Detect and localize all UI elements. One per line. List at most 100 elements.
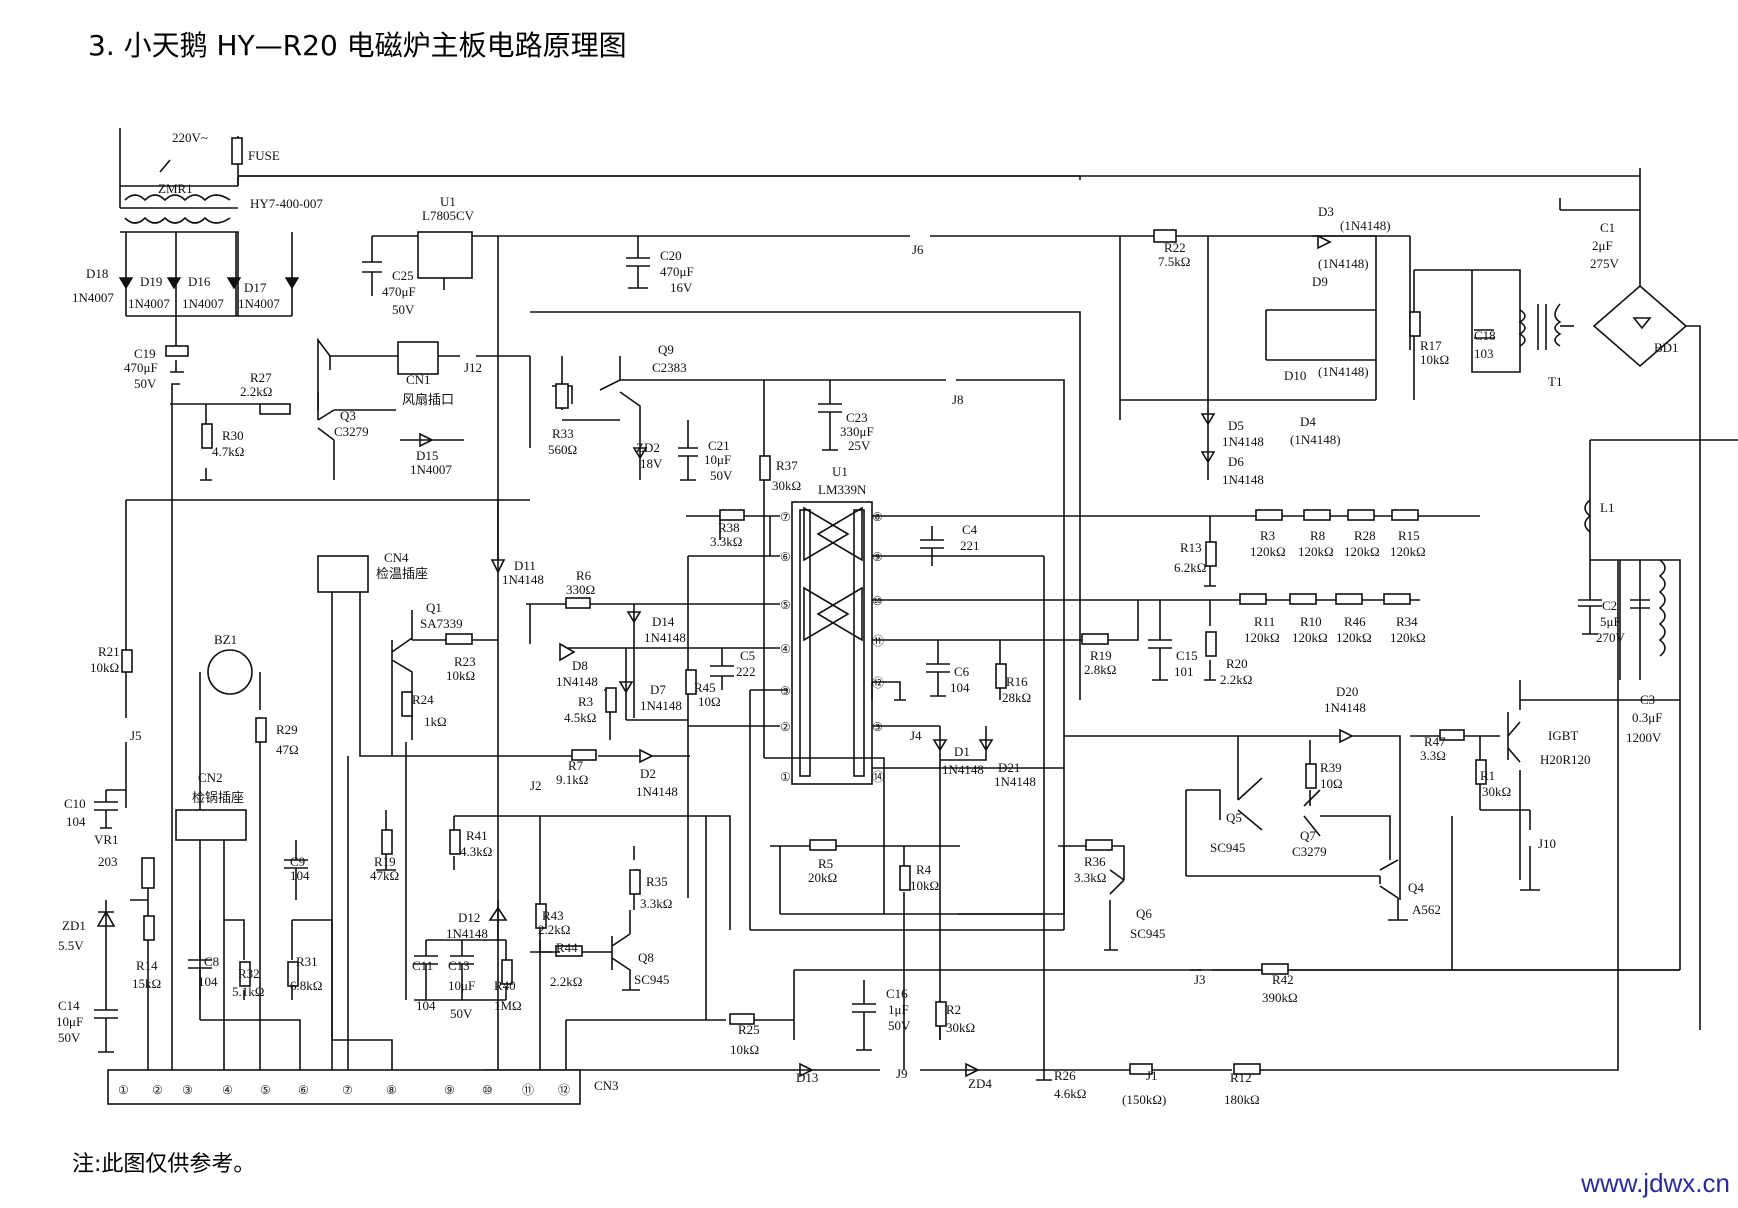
component-label: D13: [796, 1070, 818, 1085]
component-label: C2: [1602, 598, 1617, 613]
component-label: D2: [640, 766, 656, 781]
component-label: R31: [296, 954, 318, 969]
component-label: R20: [1226, 656, 1248, 671]
component-label: R41: [466, 828, 488, 843]
component-label: 1N4148: [556, 674, 598, 689]
component-label: Q6: [1136, 906, 1152, 921]
component-label: 10kΩ: [1420, 352, 1449, 367]
component-label: 1N4007: [410, 462, 452, 477]
component-label: BZ1: [214, 632, 237, 647]
component-label: D17: [244, 280, 267, 295]
component-label: C3: [1640, 692, 1655, 707]
component-label: R8: [1310, 528, 1325, 543]
component-label: R30: [222, 428, 244, 443]
ic-pin-label: ③: [872, 720, 883, 734]
component-label: J4: [910, 728, 922, 743]
component-label: D15: [416, 448, 438, 463]
component-label: R34: [1396, 614, 1418, 629]
component-label: 10kΩ: [446, 668, 475, 683]
component-label: C16: [886, 986, 908, 1001]
component-label: (1N4148): [1318, 364, 1369, 379]
component-label: R24: [412, 692, 434, 707]
component-label: 28kΩ: [1002, 690, 1031, 705]
component-label: CN3: [594, 1078, 619, 1093]
component-label: C10: [64, 796, 86, 811]
ic-pin-label: ⑫: [872, 676, 884, 690]
component-label: 检温插座: [376, 566, 428, 581]
component-label: 560Ω: [548, 442, 577, 457]
component-label: J6: [912, 242, 924, 257]
ic-pin-label: ⑥: [780, 550, 791, 564]
component-label: 2μF: [1592, 238, 1613, 253]
component-label: 风扇插口: [402, 392, 454, 407]
component-label: C1: [1600, 220, 1615, 235]
component-label: 221: [960, 538, 980, 553]
component-label: 2.2kΩ: [538, 922, 570, 937]
component-label: 1N4148: [1222, 472, 1264, 487]
component-label: Q5: [1226, 810, 1242, 825]
component-label: C2383: [652, 360, 687, 375]
component-label: FUSE: [248, 148, 280, 163]
component-label: C18: [1474, 328, 1496, 343]
component-label: C8: [204, 954, 219, 969]
component-label: L7805CV: [422, 208, 475, 223]
component-label: 47kΩ: [370, 868, 399, 883]
component-label: R37: [776, 458, 798, 473]
component-label: 220V~: [172, 130, 208, 145]
component-label: 3.3Ω: [1420, 748, 1446, 763]
component-label: R2: [946, 1002, 961, 1017]
component-label: 1N4148: [644, 630, 686, 645]
component-label: 25V: [848, 438, 871, 453]
component-label: 103: [1474, 346, 1494, 361]
component-label: R40: [494, 978, 516, 993]
component-label: R23: [454, 654, 476, 669]
component-label: 检锅插座: [192, 790, 244, 805]
page-title: 3. 小天鹅 HY—R20 电磁炉主板电路原理图: [88, 29, 627, 62]
component-label: 3.3kΩ: [710, 534, 742, 549]
component-label: 1N4148: [994, 774, 1036, 789]
component-label: C25: [392, 268, 414, 283]
component-label: 275V: [1590, 256, 1620, 271]
cn3-pin-label: ①: [118, 1083, 129, 1097]
component-label: 50V: [888, 1018, 911, 1033]
component-label: U1: [832, 464, 848, 479]
component-label: 30kΩ: [772, 478, 801, 493]
component-label: 1N4148: [1222, 434, 1264, 449]
component-label: 5.1kΩ: [232, 984, 264, 999]
component-label: R6: [576, 568, 592, 583]
component-label: 10μF: [704, 452, 731, 467]
ic-pin-label: ③: [780, 684, 791, 698]
component-label: 330Ω: [566, 582, 595, 597]
component-label: 4.6kΩ: [1054, 1086, 1086, 1101]
watermark-url: www.jdwx.cn: [1581, 1168, 1730, 1198]
component-label: C20: [660, 248, 682, 263]
component-label: R12: [1230, 1070, 1252, 1085]
component-label: 104: [290, 868, 310, 883]
component-label: R35: [646, 874, 668, 889]
component-label: Q8: [638, 950, 654, 965]
component-label: 3.3kΩ: [640, 896, 672, 911]
component-label: 5.5V: [58, 938, 84, 953]
component-label: 6.2kΩ: [1174, 560, 1206, 575]
component-label: 1N4148: [446, 926, 488, 941]
component-label: HY7-400-007: [250, 196, 323, 211]
component-label: R7: [568, 758, 584, 773]
cn3-pin-label: ⑨: [444, 1083, 455, 1097]
component-label: 10μF: [448, 978, 475, 993]
component-label: R27: [250, 370, 272, 385]
component-label: R39: [1320, 760, 1342, 775]
component-label: 120kΩ: [1250, 544, 1286, 559]
component-label: R17: [1420, 338, 1442, 353]
component-label: J10: [1538, 836, 1556, 851]
component-label: (1N4148): [1290, 432, 1341, 447]
component-label: 2.2kΩ: [550, 974, 582, 989]
cn3-pin-label: ⑥: [298, 1083, 309, 1097]
component-label: 1N4148: [640, 698, 682, 713]
ic-pin-label: ⑨: [872, 550, 883, 564]
component-label: 4.5kΩ: [564, 710, 596, 725]
ic-pin-label: ⑤: [780, 598, 791, 612]
cn3-pin-label: ⑤: [260, 1083, 271, 1097]
component-label: J12: [464, 360, 482, 375]
